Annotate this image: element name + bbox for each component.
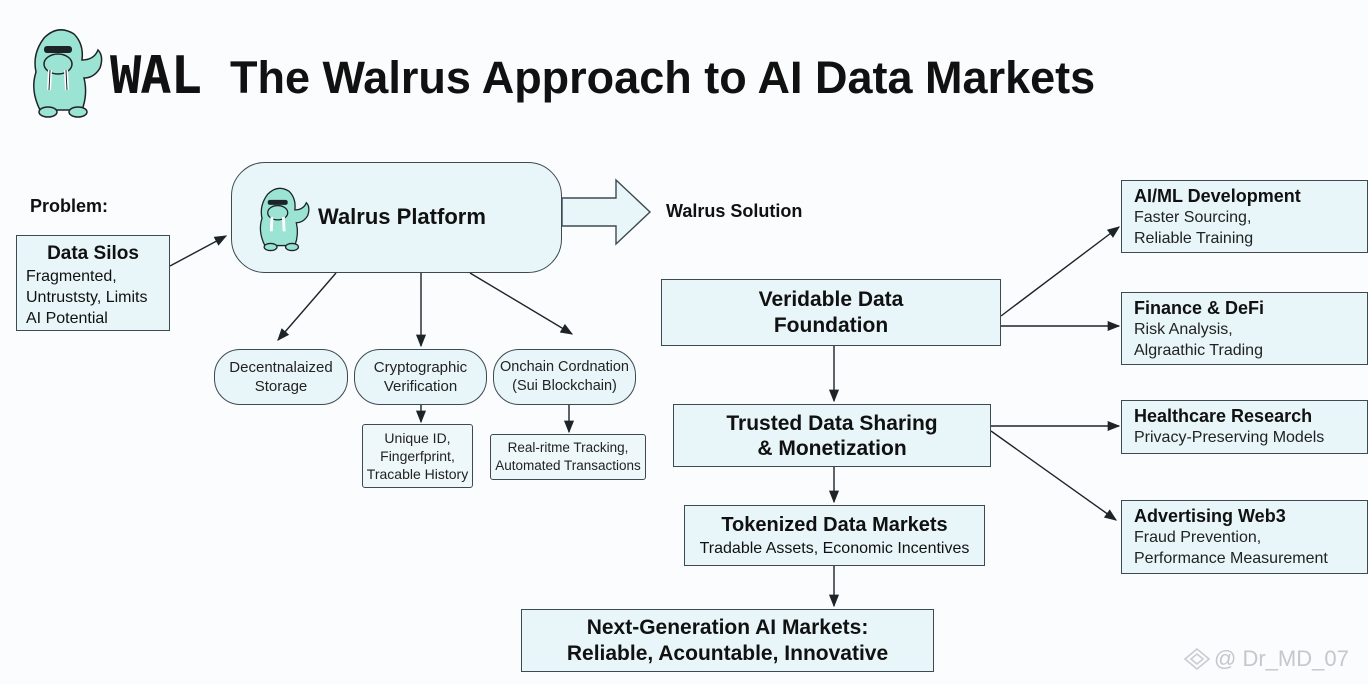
sharing-line: & Monetization [757, 436, 907, 460]
detail-line: Fingerfprint, [380, 448, 455, 464]
watermark-text: @ Dr_MD_07 [1214, 646, 1349, 671]
arrow-sharing-to-advertising [990, 430, 1118, 521]
solution-block-arrow [561, 178, 652, 246]
arrow-foundation-to-aiml [1000, 226, 1121, 317]
page-title: The Walrus Approach to AI Data Markets [230, 52, 1096, 103]
detail-line: Unique ID, [384, 430, 451, 446]
application-line: Risk Analysis, [1134, 321, 1233, 338]
data-silos-line: AI Potential [26, 310, 108, 327]
markets-title: Tokenized Data Markets [721, 513, 948, 536]
verifiable-data-foundation-box: Veridable Data Foundation [661, 279, 1001, 346]
onchain-coordination-node: Onchain Cordnation (Sui Blockchain) [493, 349, 636, 405]
diamond-logo-icon [1184, 648, 1210, 670]
data-silos-box: Data Silos Fragmented, Untruststy, Limit… [16, 235, 170, 331]
verification-details-box: Unique ID, Fingerfprint, Tracable Histor… [362, 424, 473, 488]
node-line: Verification [383, 378, 458, 395]
node-line: Cryptographic [373, 359, 468, 376]
data-silos-line: Fragmented, [26, 268, 117, 285]
sharing-line: Trusted Data Sharing [726, 411, 938, 435]
application-line: Algraathic Trading [1134, 342, 1263, 359]
foundation-line: Foundation [773, 313, 889, 337]
application-title: AI/ML Development [1134, 186, 1301, 206]
problem-heading: Problem: [30, 196, 109, 216]
markets-subtitle: Tradable Assets, Economic Incentives [699, 539, 970, 557]
application-line: Faster Sourcing, [1134, 209, 1252, 226]
foundation-line: Veridable Data [758, 287, 904, 311]
nextgen-line: Reliable, Acountable, Innovative [566, 641, 889, 665]
coordination-details-box: Real-ritme Tracking, Automated Transacti… [490, 434, 646, 480]
node-line: Onchain Cordnation [500, 359, 629, 375]
application-line: Reliable Training [1134, 230, 1254, 247]
ai-ml-development-box: AI/ML Development Faster Sourcing, Relia… [1121, 180, 1368, 253]
next-generation-ai-markets-box: Next-Generation AI Markets: Reliable, Ac… [521, 609, 934, 672]
detail-line: Real-ritme Tracking, [507, 440, 629, 455]
application-line: Privacy-Preserving Models [1134, 429, 1325, 446]
walrus-platform-box: Walrus Platform [231, 162, 562, 273]
node-line: (Sui Blockchain) [512, 378, 617, 394]
finance-defi-box: Finance & DeFi Risk Analysis, Algraathic… [1121, 292, 1368, 365]
data-silos-title: Data Silos [47, 243, 139, 264]
application-title: Advertising Web3 [1134, 506, 1286, 526]
application-line: Fraud Prevention, [1134, 529, 1262, 546]
tokenized-data-markets-box: Tokenized Data Markets Tradable Assets, … [684, 505, 985, 566]
detail-line: Automated Transactions [495, 458, 641, 473]
wal-logo-text: WAL [110, 46, 202, 106]
node-line: Storage [254, 378, 308, 395]
application-title: Healthcare Research [1134, 406, 1313, 426]
node-line: Decentnalaized [229, 359, 333, 376]
arrow-silos-to-platform [169, 235, 228, 267]
arrow-platform-to-coordination [469, 272, 574, 335]
nextgen-line: Next-Generation AI Markets: [586, 615, 869, 639]
arrow-platform-to-storage [277, 272, 337, 341]
detail-line: Tracable History [366, 466, 469, 482]
walrus-mascot-icon [259, 187, 310, 252]
walrus-platform-title: Walrus Platform [318, 204, 486, 229]
healthcare-research-box: Healthcare Research Privacy-Preserving M… [1121, 400, 1368, 454]
data-silos-line: Untruststy, Limits [26, 289, 148, 306]
decentralized-storage-node: Decentnalaized Storage [214, 349, 348, 405]
application-title: Finance & DeFi [1134, 298, 1265, 318]
walrus-mascot-logo [33, 29, 103, 118]
advertising-web3-box: Advertising Web3 Fraud Prevention, Perfo… [1121, 500, 1368, 574]
trusted-data-sharing-box: Trusted Data Sharing & Monetization [673, 404, 991, 467]
walrus-solution-label: Walrus Solution [666, 201, 803, 221]
application-line: Performance Measurement [1134, 550, 1328, 567]
cryptographic-verification-node: Cryptographic Verification [354, 349, 487, 405]
